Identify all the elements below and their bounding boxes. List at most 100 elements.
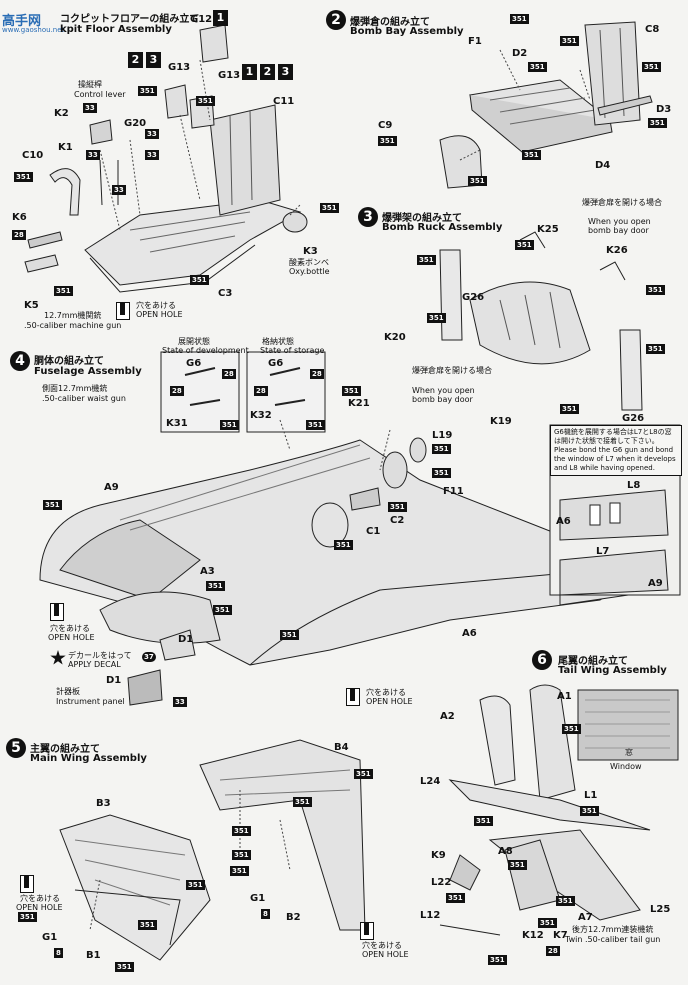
paint-code: 33 — [112, 185, 126, 195]
note-g6-en: Please bond the G6 gun and bond the wind… — [554, 446, 676, 472]
step4-title-jp: 胴体の組み立て — [34, 356, 104, 367]
note-oxy-jp: 酸素ボンベ — [289, 258, 329, 267]
paint-code: 351 — [468, 176, 487, 186]
watermark-site: www.gaoshou.net — [2, 26, 65, 34]
note-panel-jp: 計器板 — [56, 687, 80, 696]
paint-code: 351 — [14, 172, 33, 182]
note-dev-en: State of development — [162, 346, 249, 355]
part-d1: D1 — [106, 675, 122, 686]
step6-number: 6 — [532, 650, 552, 670]
paint-code: 28 — [12, 230, 26, 240]
note-open-en: OPEN HOLE — [136, 310, 183, 319]
note-control-lever-en: Control lever — [74, 90, 126, 99]
paint-code: 351 — [432, 468, 451, 478]
paint-code: 351 — [488, 955, 507, 965]
paint-code: 28 — [170, 386, 184, 396]
part-k21: K21 — [348, 398, 370, 409]
part-l22: L22 — [431, 877, 452, 888]
paint-code: 351 — [378, 136, 397, 146]
part-k7: K7 — [553, 930, 568, 941]
paint-code: 351 — [232, 826, 251, 836]
paint-code: 351 — [138, 86, 157, 96]
part-a6: A6 — [462, 628, 477, 639]
paint-code: 351 — [427, 313, 446, 323]
part-a6: A6 — [556, 516, 571, 527]
paint-code: 351 — [474, 816, 493, 826]
part-g6: G6 — [268, 358, 284, 369]
part-k6: K6 — [12, 212, 27, 223]
part-k19: K19 — [490, 416, 512, 427]
paint-code: 351 — [446, 893, 465, 903]
part-l8: L8 — [627, 480, 641, 491]
paint-code: 33 — [173, 697, 187, 707]
note-waist-en: .50-caliber waist gun — [42, 394, 126, 403]
part-f11: F11 — [443, 486, 464, 497]
step2-title-jp: 爆弾倉の組み立て — [350, 17, 430, 28]
note-open-jp: 穴をあける — [366, 688, 406, 697]
step6-title-en: Tail Wing Assembly — [558, 665, 667, 676]
paint-code: 351 — [54, 286, 73, 296]
part-k5: K5 — [24, 300, 39, 311]
part-g6: G6 — [186, 358, 202, 369]
paint-code: 351 — [388, 502, 407, 512]
part-c10: C10 — [22, 150, 44, 161]
paint-code: 351 — [190, 275, 209, 285]
note-open-en: OPEN HOLE — [16, 903, 63, 912]
paint-code: 351 — [648, 118, 667, 128]
paint-code: 351 — [560, 404, 579, 414]
paint-code: 351 — [560, 36, 579, 46]
paint-code: 28 — [546, 946, 560, 956]
note-mg-en: .50-caliber machine gun — [24, 321, 122, 330]
version-badge: 1 — [242, 64, 257, 80]
paint-code: 351 — [293, 797, 312, 807]
g6-window-note: G6機銃を展開する場合はL7とL8の窓は開けた状態で接着して下さい。 Pleas… — [550, 425, 682, 476]
paint-code: 351 — [230, 866, 249, 876]
open-hole-icon — [346, 688, 360, 706]
part-d3: D3 — [656, 104, 672, 115]
note-waist-jp: 側面12.7mm機銃 — [42, 384, 108, 393]
part-g12: G12 — [190, 14, 213, 25]
note-bay-open-en2: bomb bay door — [412, 395, 473, 404]
part-k31: K31 — [166, 418, 188, 429]
step3-number: 3 — [358, 207, 378, 227]
paint-code: 351 — [528, 62, 547, 72]
note-bay-open-en1: When you open — [412, 386, 475, 395]
part-a7: A7 — [578, 912, 593, 923]
part-g1: G1 — [42, 932, 58, 943]
version-badge: 3 — [278, 64, 293, 80]
paint-code: 351 — [213, 605, 232, 615]
part-c11: C11 — [273, 96, 295, 107]
paint-code: 33 — [145, 129, 159, 139]
paint-code: 351 — [220, 420, 239, 430]
open-hole-marker — [116, 302, 130, 320]
paint-code: 28 — [310, 369, 324, 379]
paint-code: 28 — [254, 386, 268, 396]
paint-code: 351 — [642, 62, 661, 72]
paint-code: 351 — [515, 240, 534, 250]
paint-code: 351 — [556, 896, 575, 906]
open-hole-icon — [360, 922, 374, 940]
part-k20: K20 — [384, 332, 406, 343]
paint-code: 351 — [138, 920, 157, 930]
part-k3: K3 — [303, 246, 318, 257]
open-hole-icon — [50, 603, 64, 621]
part-k25: K25 — [537, 224, 559, 235]
note-bay-open-en1: When you open — [588, 217, 651, 226]
note-mg-jp: 12.7mm機関銃 — [44, 311, 102, 320]
note-bay-open-jp: 爆弾倉扉を開ける場合 — [412, 366, 492, 375]
note-oxy-en: Oxy.bottle — [289, 267, 330, 276]
paint-code: 351 — [580, 806, 599, 816]
part-a9: A9 — [104, 482, 119, 493]
note-bay-open-jp: 爆弾倉扉を開ける場合 — [582, 198, 662, 207]
paint-code: 351 — [646, 285, 665, 295]
part-c3: C3 — [218, 288, 233, 299]
watermark-logo: 高手网 — [2, 14, 42, 29]
part-c2: C2 — [390, 515, 405, 526]
paint-code: 351 — [522, 150, 541, 160]
part-f1: F1 — [468, 36, 482, 47]
note-open-jp: 穴をあける — [136, 301, 176, 310]
part-a1: A1 — [557, 691, 572, 702]
part-k12: K12 — [522, 930, 544, 941]
